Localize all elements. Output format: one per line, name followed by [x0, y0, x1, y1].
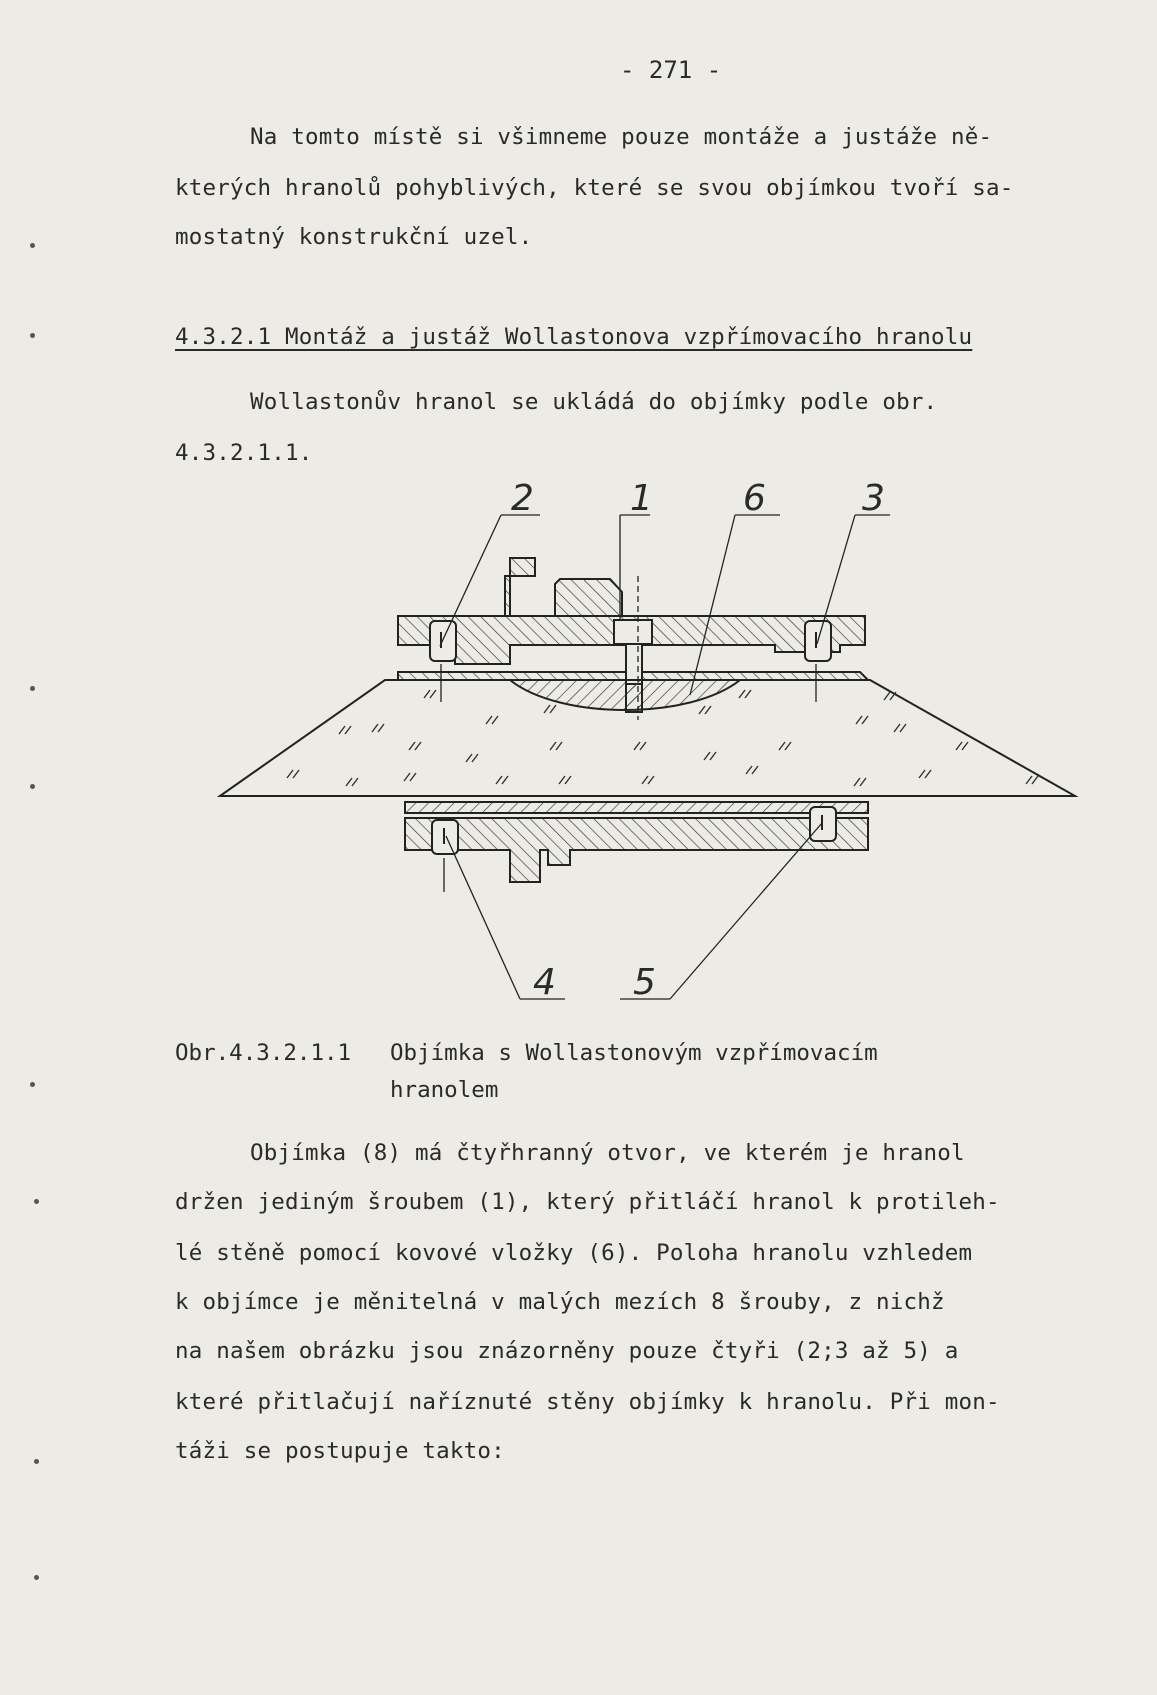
figure-caption-number: Obr.4.3.2.1.1: [175, 1040, 352, 1066]
body-line-1: Objímka (8) má čtyřhranný otvor, ve kter…: [250, 1140, 965, 1166]
body-line-4: k objímce je měnitelná v malých mezích 8…: [175, 1289, 945, 1315]
body-line-5: na našem obrázku jsou znázorněny pouze č…: [175, 1338, 959, 1364]
bottom-mount: [404, 801, 869, 883]
scan-speck: [30, 686, 35, 691]
intro-line-3: mostatný konstrukční uzel.: [175, 224, 533, 250]
top-mount: [397, 557, 871, 713]
section-intro-line-1: Wollastonův hranol se ukládá do objímky …: [250, 389, 938, 415]
callout-3: 3: [862, 480, 885, 519]
section-intro-line-2: 4.3.2.1.1.: [175, 440, 313, 466]
intro-line-1: Na tomto místě si všimneme pouze montáže…: [250, 124, 993, 150]
scan-speck: [30, 243, 35, 248]
prism-mount-drawing: 2 1 6 3 4 5: [0, 480, 1157, 1020]
leader-lines: [439, 514, 890, 1000]
body-line-3: lé stěně pomocí kovové vložky (6). Poloh…: [175, 1240, 973, 1266]
figure-caption-line-1: Objímka s Wollastonovým vzpřímovacím: [390, 1040, 878, 1066]
body-line-2: držen jediným šroubem (1), který přitláč…: [175, 1189, 1000, 1215]
callout-2: 2: [511, 480, 534, 519]
body-line-7: táži se postupuje takto:: [175, 1438, 505, 1464]
callout-4: 4: [533, 962, 556, 1003]
scan-speck: [30, 1082, 35, 1087]
glass-hatching: [286, 689, 1039, 787]
body-line-6: které přitlačují naříznuté stěny objímky…: [175, 1389, 1000, 1415]
scan-speck: [34, 1199, 39, 1204]
scan-speck: [30, 784, 35, 789]
page-number: - 271 -: [620, 56, 722, 84]
callout-5: 5: [633, 962, 656, 1003]
scan-speck: [34, 1575, 39, 1580]
scan-speck: [30, 333, 35, 338]
section-heading: 4.3.2.1 Montáž a justáž Wollastonova vzp…: [175, 324, 973, 350]
scan-speck: [34, 1459, 39, 1464]
figure-caption-line-2: hranolem: [390, 1077, 499, 1103]
intro-line-2: kterých hranolů pohyblivých, které se sv…: [175, 175, 1014, 201]
wollaston-prism: [216, 679, 1079, 797]
callout-6: 6: [743, 480, 766, 519]
callout-1: 1: [630, 480, 653, 519]
